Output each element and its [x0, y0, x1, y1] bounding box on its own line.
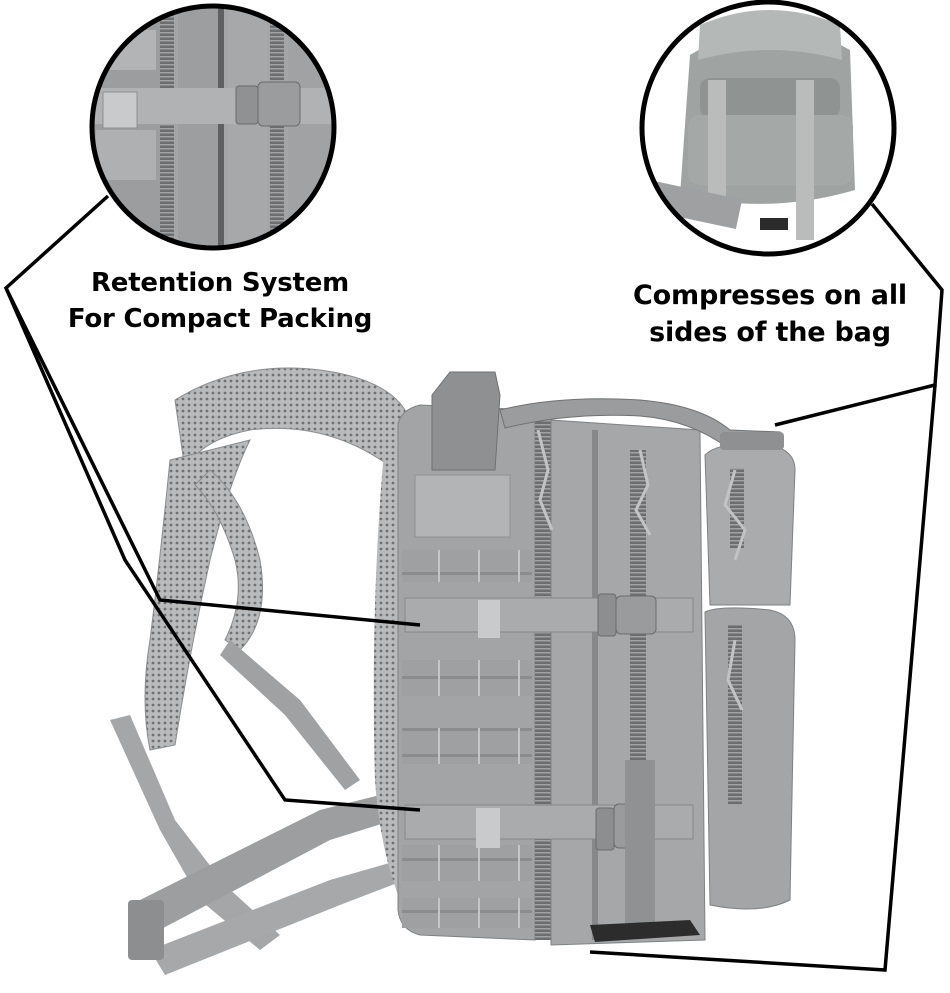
compression-detail-circle — [639, 0, 897, 257]
retention-detail-circle — [89, 3, 337, 251]
detail-circle-border-left — [89, 3, 337, 251]
compression-caption: Compresses on all sides of the bag — [615, 277, 925, 352]
callout-line-bottom — [589, 384, 937, 972]
retention-caption-line1: Retention System — [90, 268, 350, 298]
callout-line-top-strap — [774, 202, 944, 427]
detail-circle-border-right — [639, 0, 897, 257]
callout-line-lower-strap — [4, 287, 421, 812]
compression-caption-line1: Compresses on all — [633, 280, 907, 311]
callout-lines — [3, 194, 944, 972]
backpack-main — [110, 367, 796, 975]
compression-caption-line2: sides of the bag — [649, 317, 891, 349]
retention-caption-line2: For Compact Packing — [67, 303, 373, 334]
callout-line-upper-strap — [3, 194, 421, 627]
retention-caption: Retention System For Compact Packing — [50, 266, 390, 338]
